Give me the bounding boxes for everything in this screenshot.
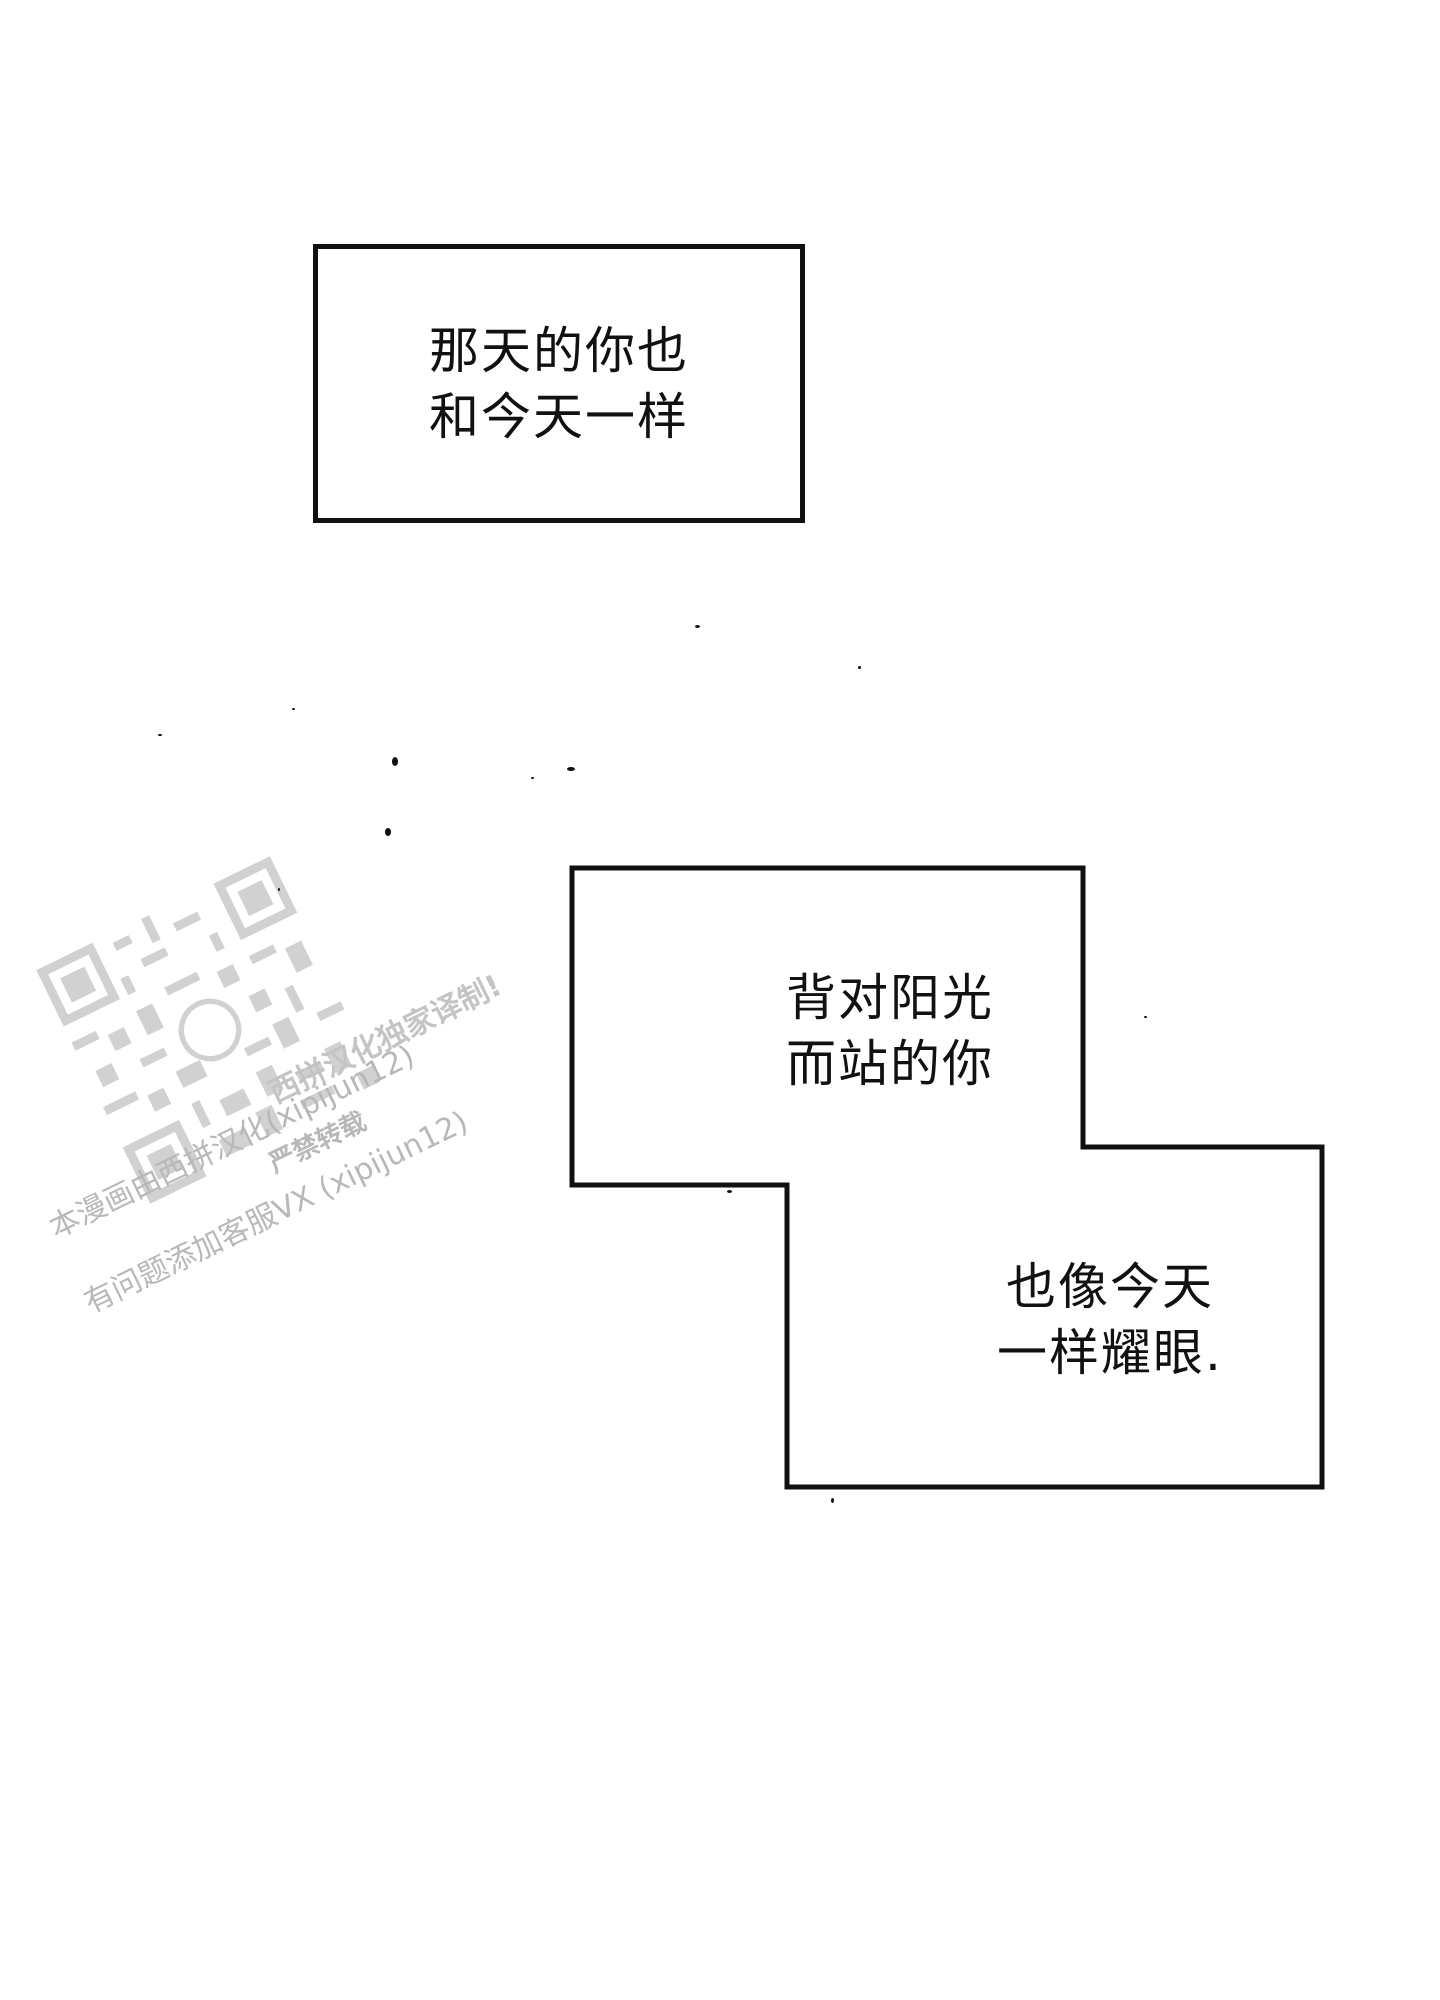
ink-speck <box>292 708 295 710</box>
ink-speck <box>158 734 162 736</box>
caption-1-line-2: 和今天一样 <box>429 387 689 446</box>
ink-speck <box>727 1190 732 1193</box>
caption-2-line-2: 而站的你 <box>786 1035 994 1093</box>
ink-speck <box>1144 1016 1147 1018</box>
ink-speck <box>695 625 700 628</box>
caption-2-line-3: 也像今天 <box>1006 1258 1214 1316</box>
ink-speck <box>858 666 861 669</box>
ink-speck <box>567 767 575 771</box>
ink-speck <box>531 777 534 779</box>
ink-speck <box>831 1498 834 1503</box>
caption-box-2-top-text: 背对阳光 而站的你 <box>690 965 1090 1097</box>
caption-box-1: 那天的你也 和今天一样 <box>313 244 805 523</box>
ink-speck <box>278 888 280 891</box>
caption-2-line-4: 一样耀眼. <box>997 1324 1223 1382</box>
caption-1-line-1: 那天的你也 <box>429 321 689 380</box>
caption-box-2-bottom-text: 也像今天 一样耀眼. <box>905 1254 1315 1386</box>
ink-speck <box>385 828 391 836</box>
ink-speck <box>392 757 398 766</box>
caption-2-line-1: 背对阳光 <box>786 969 994 1027</box>
